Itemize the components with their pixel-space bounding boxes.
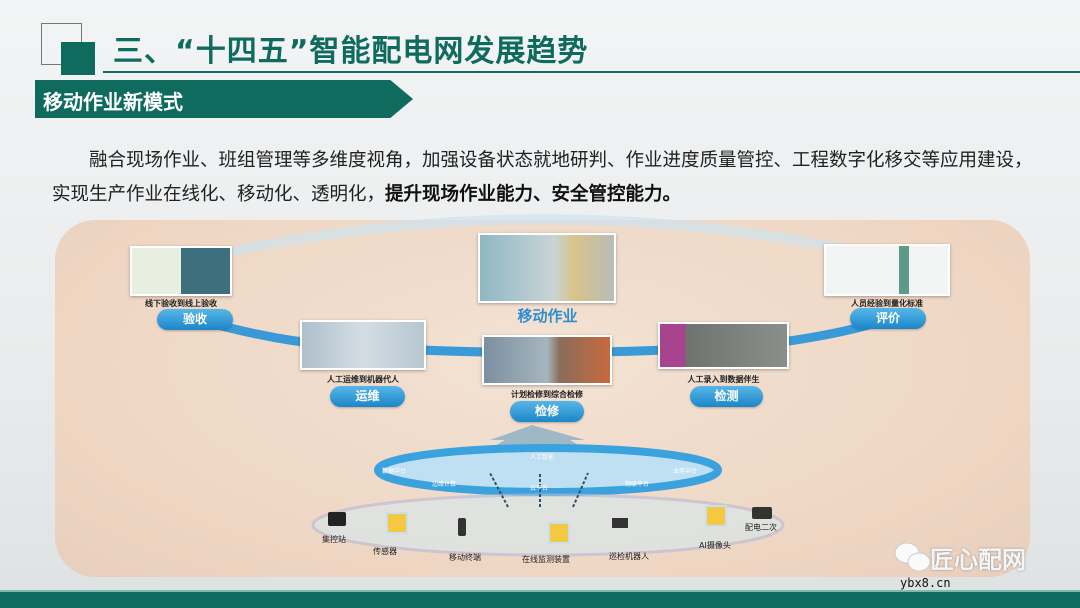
stage-button-inspection[interactable]: 检测 xyxy=(690,386,763,407)
device-label: AI摄像头 xyxy=(699,541,731,550)
center-label: 移动作业 xyxy=(517,307,578,325)
device-label: 集控站 xyxy=(322,535,346,544)
watermark-url: ybx8.cn xyxy=(900,576,951,590)
online-monitor-icon xyxy=(548,522,570,544)
overhaul-image xyxy=(482,335,612,385)
body-text: 融合现场作业、班组管理等多维度视角，加强设备状态就地研判、作业进度质量管控、工程… xyxy=(52,144,1042,212)
title-divider xyxy=(103,71,1080,73)
section-title: 移动作业新模式 xyxy=(43,90,183,114)
body-text-bold: 提升现场作业能力、安全管控能力。 xyxy=(385,184,682,205)
top-arc xyxy=(148,214,932,275)
title-decoration-filled xyxy=(61,42,95,75)
platform-ring xyxy=(374,444,722,496)
section-banner: 移动作业新模式 xyxy=(35,80,413,118)
device-label: 移动终端 xyxy=(449,553,481,562)
ring-label: 业务中台 xyxy=(673,468,698,475)
stage-caption: 线下验收到线上验收 xyxy=(145,299,217,308)
acceptance-image xyxy=(130,246,232,296)
ring-label: 人工智能 xyxy=(530,454,555,461)
ring-label: 云平台 xyxy=(530,485,549,492)
ring-label: 物联平台 xyxy=(625,481,650,488)
device-label: 传感器 xyxy=(373,547,397,556)
stage-button-acceptance[interactable]: 验收 xyxy=(157,309,233,330)
patrol-robot-icon xyxy=(612,518,628,528)
stage-button-evaluation[interactable]: 评价 xyxy=(850,308,926,329)
maintenance-image xyxy=(300,320,426,370)
stage-button-maintenance[interactable]: 运维 xyxy=(330,386,405,407)
stage-caption: 人工录入到数据伴生 xyxy=(687,375,760,384)
body-text-normal: 融合现场作业、班组管理等多维度视角，加强设备状态就地研判、作业进度质量管控、工程… xyxy=(52,150,1033,205)
stage-caption: 计划检修到综合检修 xyxy=(511,390,583,399)
inspection-image xyxy=(658,322,789,369)
device-label: 巡检机器人 xyxy=(609,552,649,561)
device-label: 配电二次 xyxy=(745,523,777,532)
stage-caption: 人员经验到量化标准 xyxy=(851,299,923,308)
footer-bar xyxy=(0,590,1080,608)
wechat-icon xyxy=(894,542,931,572)
ai-camera-icon xyxy=(705,505,727,527)
ring-label: 数据中台 xyxy=(382,468,407,475)
ring-label: 边缘计算 xyxy=(432,481,457,488)
mobile-terminal-icon xyxy=(458,518,466,536)
stage-button-overhaul[interactable]: 检修 xyxy=(510,401,584,422)
mobile-work-image xyxy=(478,233,616,303)
stage-caption: 人工运维到机器代人 xyxy=(327,375,399,384)
distribution-secondary-icon xyxy=(752,507,772,519)
watermark-brand: 匠心配网 xyxy=(930,546,1026,574)
page-title: 三、“十四五”智能配电网发展趋势 xyxy=(113,34,589,69)
device-label: 在线监测装置 xyxy=(522,555,570,564)
control-station-icon xyxy=(328,512,346,526)
sensor-icon xyxy=(386,512,408,534)
evaluation-image xyxy=(824,244,950,296)
